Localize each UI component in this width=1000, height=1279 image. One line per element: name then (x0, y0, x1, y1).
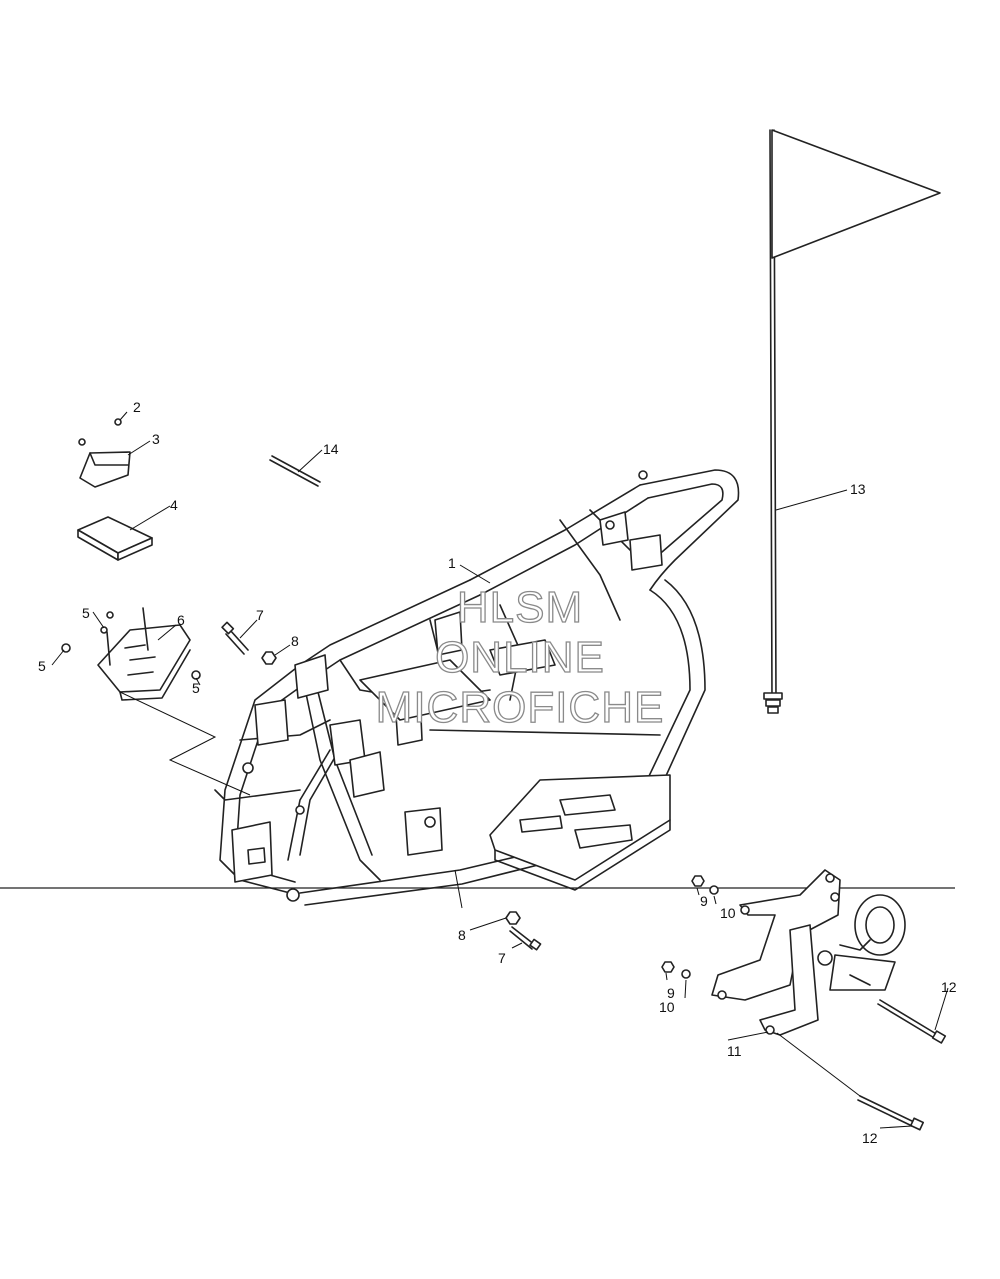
callout-8-lower: 8 (458, 927, 466, 943)
callout-5-left-top: 5 (82, 605, 90, 621)
bolt-lower-part-7 (509, 926, 542, 951)
callout-3: 3 (152, 431, 160, 447)
callout-labels: 1 2 3 4 5 5 5 6 7 7 8 8 9 9 10 10 11 12 … (38, 399, 957, 1146)
hitch-bolt-upper-part-12 (877, 999, 947, 1044)
callout-9-lower: 9 (667, 985, 675, 1001)
callout-12-upper: 12 (941, 979, 957, 995)
nut-lower-part-8 (505, 911, 521, 925)
callout-9-upper: 9 (700, 893, 708, 909)
hitch-nut-washer-lower (661, 961, 691, 979)
callout-10-lower: 10 (659, 999, 675, 1015)
callout-10-upper: 10 (720, 905, 736, 921)
watermark-line-3: MICROFICHE (376, 683, 665, 732)
hitch-bolt-lower-part-12 (857, 1095, 925, 1131)
callout-4: 4 (170, 497, 178, 513)
bolt-upper-part-7 (221, 621, 249, 655)
footrest-plate (489, 774, 671, 891)
nut-upper-part-8 (261, 651, 277, 665)
callout-1: 1 (448, 555, 456, 571)
callout-7-upper: 7 (256, 607, 264, 623)
callout-12-lower: 12 (862, 1130, 878, 1146)
callout-5-right: 5 (192, 680, 200, 696)
safety-flag-part-13 (763, 129, 941, 714)
callout-7-lower: 7 (498, 950, 506, 966)
skid-plate-part-6 (61, 607, 201, 701)
hitch-bracket-part-11 (711, 869, 906, 1036)
pad-part-4 (77, 516, 153, 561)
hitch-nut-washer-upper (691, 875, 719, 895)
callout-5-left-bottom: 5 (38, 658, 46, 674)
main-frame-part-1 (214, 469, 740, 906)
callout-8-upper: 8 (291, 633, 299, 649)
watermark-line-1: HLSM (457, 583, 583, 632)
leader-lines (51, 411, 949, 1129)
callout-11: 11 (727, 1043, 742, 1059)
bracket-part-3 (78, 418, 131, 488)
callout-13: 13 (850, 481, 866, 497)
callout-6: 6 (177, 612, 185, 628)
callout-14: 14 (323, 441, 339, 457)
callout-2: 2 (133, 399, 141, 415)
pin-part-14 (269, 455, 321, 487)
watermark-line-2: ONLINE (435, 633, 605, 682)
watermark: HLSM ONLINE MICROFICHE (375, 582, 665, 732)
